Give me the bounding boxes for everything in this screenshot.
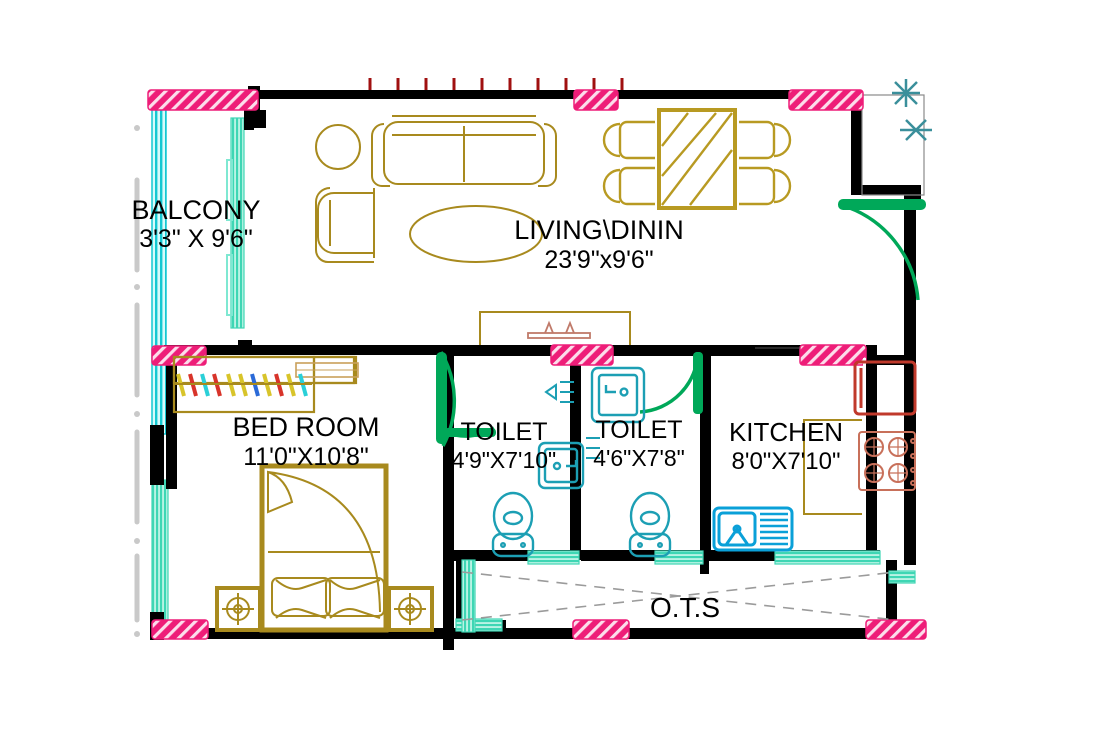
room-name-bedroom: BED ROOM bbox=[232, 412, 379, 442]
toilet2-door[interactable] bbox=[639, 351, 703, 414]
dining-chair bbox=[602, 120, 792, 206]
wall-pier-hatched bbox=[147, 89, 927, 640]
water-closet bbox=[628, 491, 672, 558]
room-name-ots: O.T.S bbox=[650, 592, 720, 623]
round-side-table bbox=[315, 124, 361, 170]
sofa bbox=[371, 115, 557, 187]
entrance-door[interactable] bbox=[838, 199, 926, 301]
pillow bbox=[271, 577, 385, 619]
bed-linen bbox=[267, 470, 381, 613]
room-name-living: LIVING\DININ bbox=[514, 215, 684, 245]
room-dim-toilet2: 4'6"X7'8" bbox=[593, 445, 685, 471]
gas-stove-4-burner bbox=[858, 431, 916, 491]
sink-with-drainboard bbox=[712, 506, 794, 552]
wash-basin bbox=[590, 366, 646, 424]
room-name-kitchen: KITCHEN bbox=[729, 417, 843, 447]
room-dim-kitchen: 8'0"X7'10" bbox=[732, 448, 841, 475]
bedroom-furniture bbox=[172, 355, 434, 633]
shower-fitting bbox=[544, 381, 574, 403]
room-dim-toilet1: 4'9"X7'10" bbox=[452, 447, 556, 473]
shower-fitting bbox=[586, 437, 600, 459]
window-teal-horizontal bbox=[455, 550, 916, 632]
water-closet bbox=[491, 491, 535, 558]
toilet2-fixtures bbox=[586, 366, 672, 558]
room-name-toilet2: TOILET bbox=[595, 416, 682, 444]
hanging-clothes bbox=[174, 373, 312, 397]
counter bbox=[803, 419, 862, 515]
kitchen-fixtures bbox=[712, 347, 917, 552]
room-name-balcony: BALCONY bbox=[131, 195, 260, 225]
double-bed bbox=[259, 463, 389, 633]
room-dim-living: 23'9"x9'6" bbox=[544, 246, 653, 274]
window-teal-vertical-ots bbox=[461, 559, 476, 633]
oval-coffee-table bbox=[409, 205, 543, 263]
tv-console bbox=[479, 311, 631, 345]
entry-construction-lines bbox=[861, 94, 925, 196]
ots-cross-hatch bbox=[461, 571, 897, 621]
nightstand bbox=[215, 586, 434, 632]
left-wall-window-lower bbox=[151, 479, 169, 636]
balcony-railing-window bbox=[151, 103, 167, 435]
room-name-toilet1: TOILET bbox=[460, 418, 547, 446]
room-labels: BALCONY 3'3" X 9'6" LIVING\DININ 23'9"x9… bbox=[131, 195, 843, 623]
room-dim-bedroom: 11'0"X10'8" bbox=[243, 443, 369, 471]
armchair bbox=[315, 187, 375, 263]
dining-set bbox=[602, 108, 792, 210]
dining-table bbox=[657, 108, 737, 210]
refrigerator bbox=[853, 360, 917, 416]
wash-basin bbox=[537, 441, 585, 490]
room-dim-balcony: 3'3" X 9'6" bbox=[139, 225, 252, 253]
toilet1-fixtures bbox=[491, 381, 585, 558]
living-furniture bbox=[315, 115, 557, 263]
left-dimension-dots bbox=[134, 125, 140, 637]
table-lamp bbox=[222, 593, 426, 625]
shelf bbox=[295, 362, 359, 378]
entry-asterisk-marks bbox=[892, 79, 932, 141]
toilet1-door[interactable] bbox=[444, 426, 496, 438]
balcony-inner-window bbox=[226, 117, 245, 329]
